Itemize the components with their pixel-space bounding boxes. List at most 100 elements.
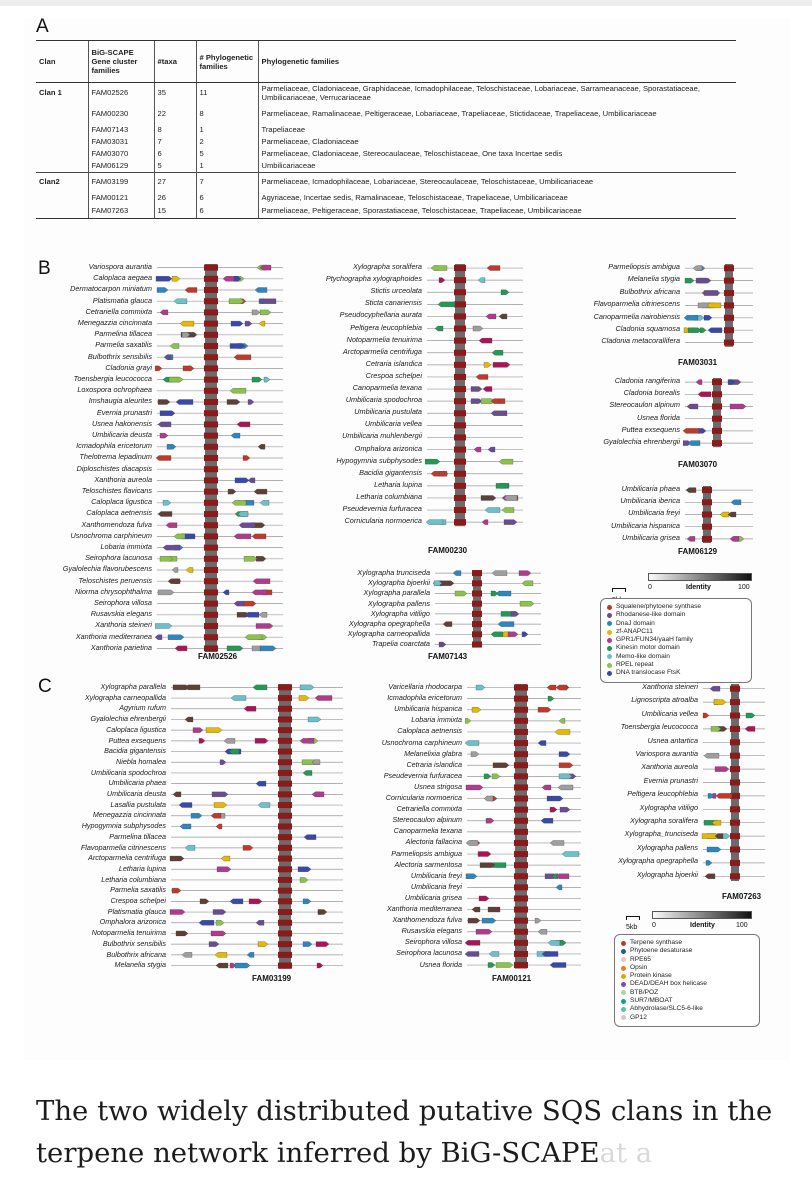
- core-gene-arrow: [514, 895, 528, 902]
- core-gene-arrow: [514, 873, 528, 880]
- core-gene-arrow: [514, 862, 528, 869]
- gene-arrow: [482, 386, 493, 392]
- legend-label: Abhydrolase/SLC5-6-like: [630, 1005, 703, 1013]
- gene-arrow: [198, 738, 206, 744]
- gene-arrow: [233, 600, 245, 607]
- gene-arrow: [547, 940, 561, 946]
- gene-arrow: [425, 458, 441, 465]
- gene-arrow: [230, 432, 241, 439]
- legend-label: GPR1/FUN34/yaaH family: [616, 636, 693, 644]
- gene-arrow: [687, 440, 701, 446]
- taxon-label: Canoparmelia texana: [352, 383, 422, 392]
- gene-arrow: [210, 930, 227, 937]
- cell-family: FAM00121: [87, 192, 154, 205]
- core-gene-arrow: [514, 851, 528, 858]
- gene-arrow: [219, 759, 227, 765]
- gene-arrow: [302, 770, 313, 776]
- gene-arrow: [683, 428, 700, 434]
- gene-arrow: [242, 845, 254, 851]
- gene-arrow: [686, 403, 699, 410]
- gene-arrow: [549, 962, 567, 968]
- taxon-label: Usnea hakonensis: [91, 418, 152, 428]
- taxon-label: Umbilicaria hispanica: [394, 704, 462, 714]
- taxon-label: Gyalolechia ehrenbergii: [90, 714, 166, 724]
- gene-arrow: [171, 276, 181, 282]
- gene-arrow: [298, 695, 310, 701]
- taxon-label: Lasallia pustulata: [110, 799, 166, 809]
- taxon-label: Stereocaulon alpinum: [609, 400, 680, 410]
- legend-label: Protein kinase: [630, 972, 672, 980]
- gene-arrow: [307, 716, 322, 723]
- taxon-label: Trapelia coarctata: [372, 639, 430, 649]
- gene-arrow: [485, 313, 497, 320]
- core-gene-arrow: [472, 600, 482, 607]
- caption-overlay: at a: [599, 1137, 653, 1169]
- legend-label: zf-ANAPC11: [616, 627, 653, 635]
- taxon-label: Caloplaca aetnensis: [397, 726, 462, 736]
- legend-label: Memo-like domain: [616, 652, 670, 660]
- taxon-label: Umbilicaria freyi: [628, 508, 680, 518]
- legend-swatch: [607, 646, 612, 652]
- cell-phylo: 6: [195, 204, 258, 219]
- legend-item: Opsin: [621, 964, 753, 972]
- gene-arrow: [231, 500, 247, 506]
- gene-arrow: [210, 813, 222, 819]
- legend-swatch: [621, 990, 626, 996]
- core-gene-arrow: [472, 570, 482, 577]
- cell-clan: [36, 149, 88, 161]
- gene-arrow: [258, 320, 266, 327]
- gene-arrow: [705, 860, 713, 866]
- gene-arrow: [465, 740, 480, 746]
- taxon-label: Umbilicaria phaea: [108, 778, 166, 788]
- identity-b-max: 100: [738, 584, 750, 591]
- core-gene-arrow: [278, 780, 292, 787]
- core-gene-arrow: [278, 941, 292, 948]
- gene-arrow: [697, 428, 707, 434]
- core-gene-arrow: [712, 415, 722, 422]
- legend-item: RPE65: [621, 956, 753, 964]
- legend-swatch: [621, 957, 626, 963]
- gene-arrow: [478, 895, 490, 902]
- gene-arrow: [540, 818, 554, 824]
- core-gene-arrow: [204, 275, 218, 282]
- taxon-label: Hypogymnia subphysodes: [336, 455, 422, 465]
- cell-clan: [36, 125, 88, 137]
- taxon-label: Puttea exsequens: [621, 424, 680, 434]
- taxon-label: Omphalora arizonica: [99, 917, 166, 927]
- taxon-label: Notoparmelia tenuirima: [346, 334, 422, 344]
- core-gene-arrow: [514, 884, 528, 891]
- gene-arrow: [247, 399, 255, 405]
- gene-arrow: [430, 265, 448, 271]
- gene-arrow: [486, 265, 501, 271]
- core-gene-arrow: [454, 289, 466, 296]
- gene-arrow: [707, 793, 715, 799]
- taxon-label: Bulbothrix africana: [619, 286, 680, 296]
- cell-families: Parmeliaceae, Peltigeraceae, Sporastatia…: [257, 204, 736, 219]
- legend-item: GP12: [621, 1014, 753, 1022]
- core-gene-arrow: [514, 717, 528, 724]
- taxon-label: Cetrariella commixta: [85, 306, 153, 316]
- legend-label: DEAD/DEAH box helicase: [630, 980, 707, 988]
- gene-arrow: [229, 388, 247, 394]
- gene-arrow: [495, 962, 514, 968]
- legend-swatch: [607, 612, 612, 618]
- gene-arrow: [714, 766, 730, 772]
- gene-arrow: [257, 941, 269, 947]
- core-gene-arrow: [514, 795, 528, 802]
- gene-arrow: [251, 309, 261, 316]
- core-gene-arrow: [514, 684, 528, 691]
- core-gene-arrow: [204, 410, 218, 417]
- taxon-label: Niorma chrysophthalma: [74, 586, 152, 596]
- gene-arrow: [167, 634, 185, 640]
- taxon-label: Teloschistes peruensis: [78, 575, 152, 585]
- gene-arrow: [483, 795, 494, 802]
- gene-arrow: [710, 726, 722, 732]
- gene-arrow: [558, 762, 574, 768]
- core-gene-arrow: [454, 434, 466, 441]
- gene-arrow: [484, 507, 501, 513]
- gene-arrow: [205, 727, 223, 733]
- legend-swatch: [621, 982, 626, 988]
- taxon-label: Gyalolechia flavorubescens: [62, 564, 152, 574]
